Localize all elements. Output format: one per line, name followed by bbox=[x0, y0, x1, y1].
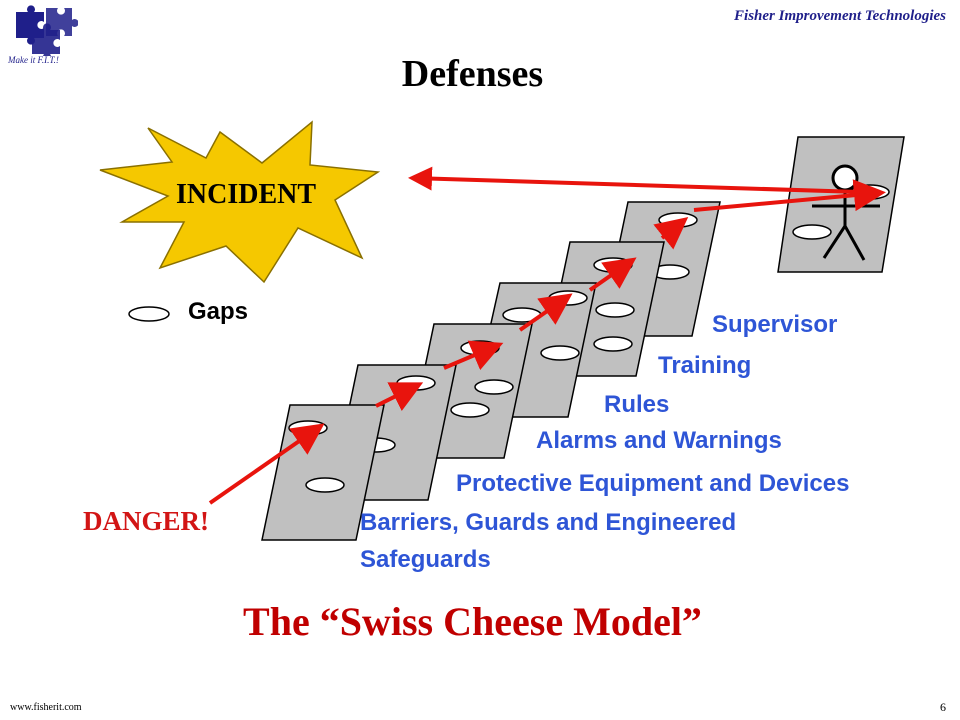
gap-legend-icon bbox=[128, 306, 170, 322]
label-protective-equipment: Protective Equipment and Devices bbox=[456, 470, 850, 497]
danger-label: DANGER! bbox=[83, 506, 209, 536]
label-barriers-line2: Safeguards bbox=[360, 546, 491, 573]
label-rules: Rules bbox=[604, 391, 670, 418]
incident-label: INCIDENT bbox=[176, 179, 316, 210]
model-caption: The “Swiss Cheese Model” bbox=[243, 599, 702, 644]
label-alarms-and-warnings: Alarms and Warnings bbox=[536, 427, 782, 454]
gaps-legend-label: Gaps bbox=[188, 298, 249, 325]
incident-burst-shape bbox=[99, 120, 381, 284]
label-supervisor: Supervisor bbox=[712, 311, 838, 338]
footer-url: www.fisherit.com bbox=[10, 702, 82, 713]
label-training: Training bbox=[658, 352, 752, 379]
company-tagline: Make it F.I.T.! bbox=[8, 55, 59, 65]
slide-title: Defenses bbox=[401, 53, 544, 95]
danger-trajectory bbox=[208, 166, 886, 505]
label-barriers-line1: Barriers, Guards and Engineered bbox=[360, 509, 737, 536]
company-name: Fisher Improvement Technologies bbox=[734, 8, 946, 24]
page-number: 6 bbox=[940, 700, 946, 714]
puzzle-logo-icon bbox=[16, 5, 78, 56]
